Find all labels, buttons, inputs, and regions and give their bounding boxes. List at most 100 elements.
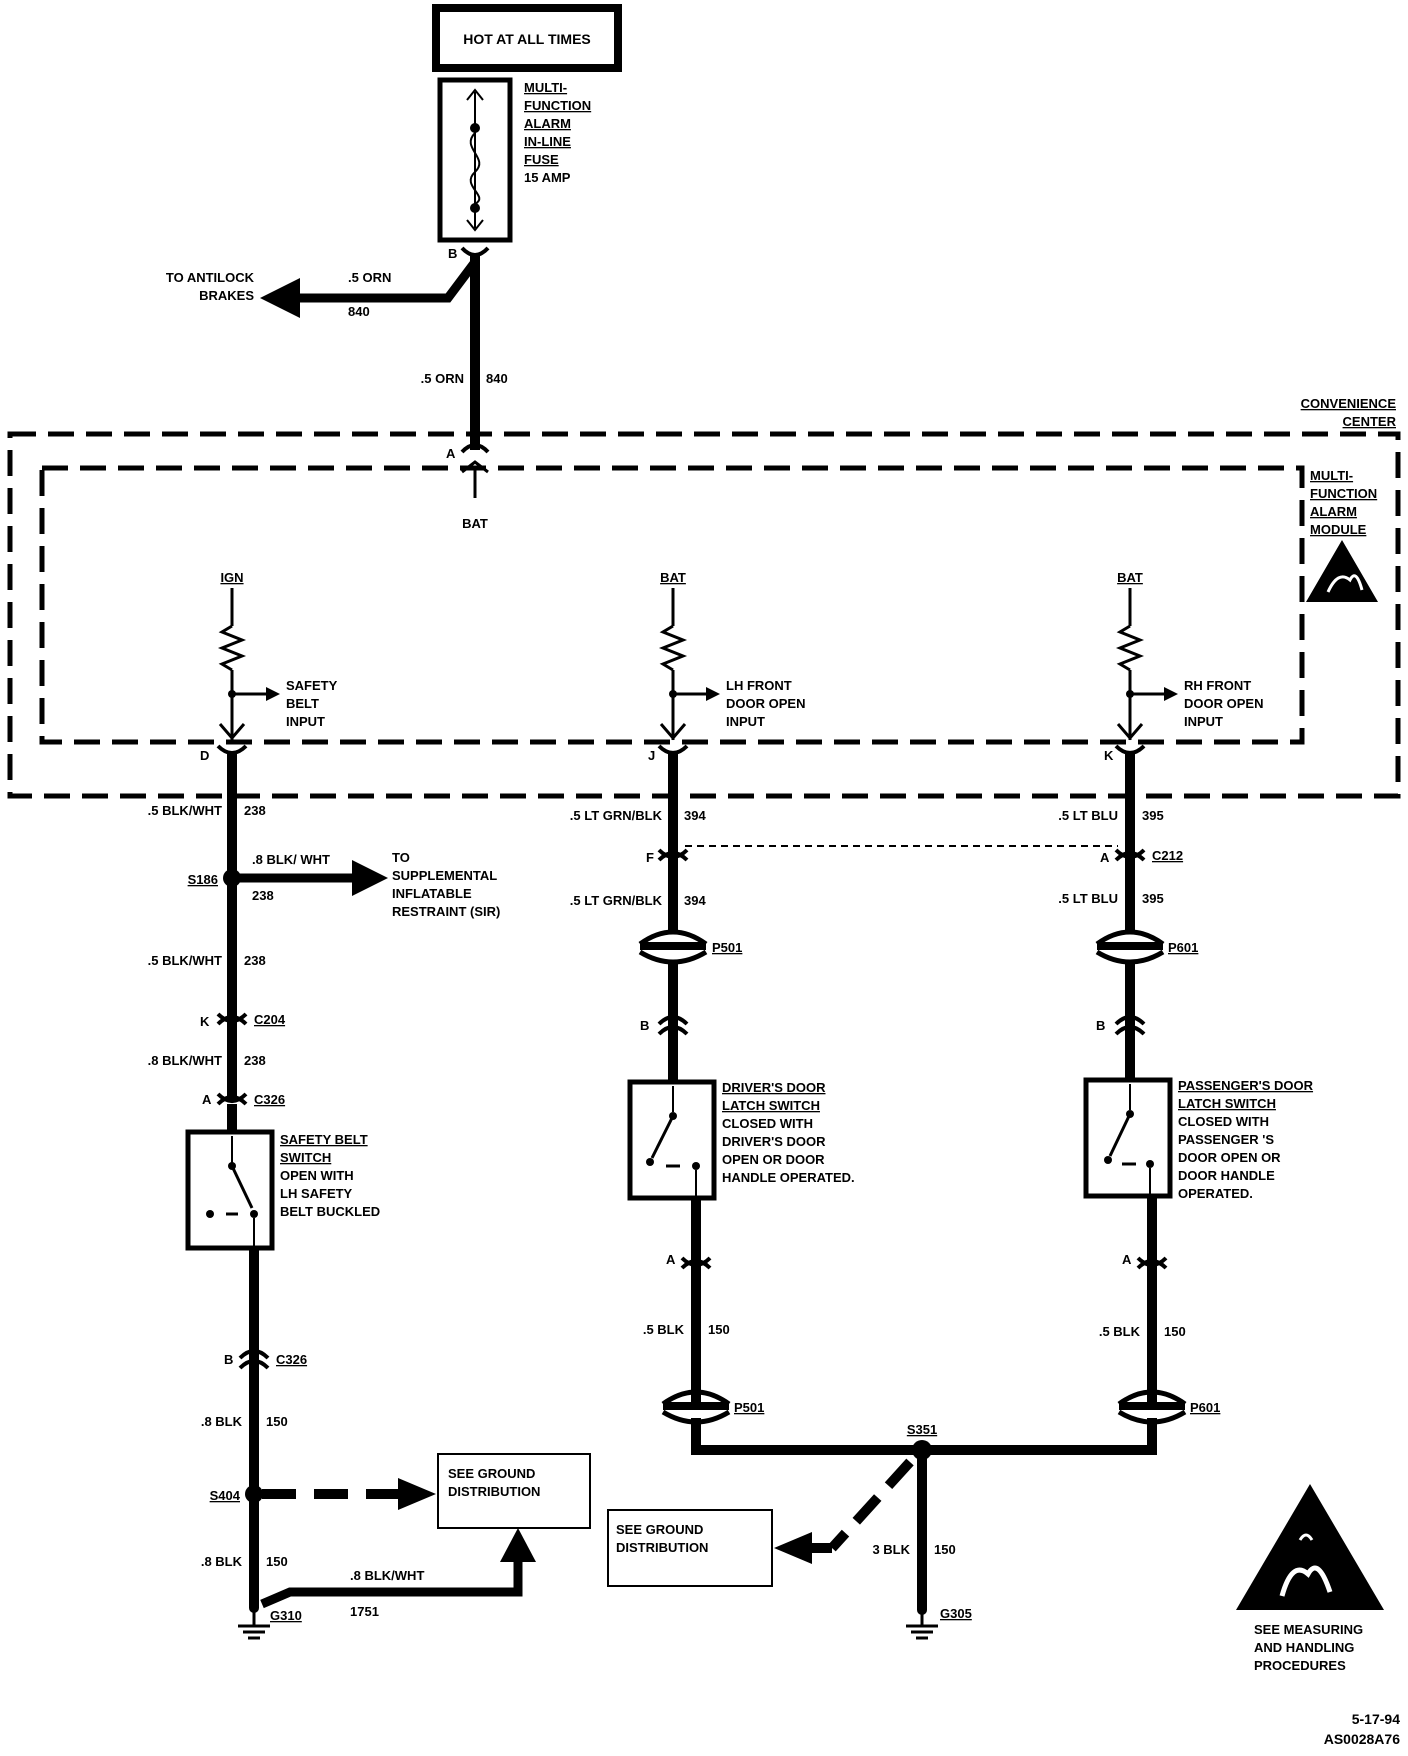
right-input-label-1: RH FRONT bbox=[1184, 678, 1251, 693]
left-input-source: IGN bbox=[220, 570, 243, 585]
hot-at-all-times-box bbox=[432, 4, 622, 72]
middle-w1-wire: .5 LT GRN/BLK bbox=[570, 808, 663, 823]
middle-pin-b: B bbox=[640, 1018, 649, 1033]
right-input-resistor bbox=[1115, 624, 1145, 672]
left-w1-wire: .5 BLK/WHT bbox=[148, 803, 222, 818]
module-pin-a-connector bbox=[460, 443, 490, 454]
module-label-2: FUNCTION bbox=[1310, 486, 1377, 501]
antilock-circuit: 840 bbox=[348, 304, 370, 319]
module-label-1: MULTI- bbox=[1310, 468, 1353, 483]
left-w4-wire: .8 BLK bbox=[201, 1414, 243, 1429]
left-w2-wire: .5 BLK/WHT bbox=[148, 953, 222, 968]
right-pin-b-connector bbox=[1114, 1015, 1146, 1036]
drv-switch-title-2: LATCH SWITCH bbox=[722, 1098, 820, 1113]
c326a-pin: A bbox=[202, 1092, 212, 1107]
c326a-label: C326 bbox=[254, 1092, 285, 1107]
fuse-label-1: MULTI- bbox=[524, 80, 567, 95]
hot-at-all-times-label: HOT AT ALL TIMES bbox=[463, 31, 591, 47]
module-bat-arrow bbox=[461, 460, 489, 474]
left-w1-circuit: 238 bbox=[244, 803, 266, 818]
feed-wire-label: .5 ORN bbox=[421, 371, 464, 386]
ground-dist-right-1: SEE GROUND bbox=[616, 1522, 703, 1537]
right-w2-wire: .5 LT BLU bbox=[1058, 891, 1118, 906]
p601a-label: P601 bbox=[1168, 940, 1198, 955]
ground-g310-symbol bbox=[238, 1608, 270, 1640]
feed-circuit: 840 bbox=[486, 371, 508, 386]
pin-f-connector bbox=[657, 848, 689, 862]
right-input-down-arrow bbox=[1116, 723, 1144, 741]
convenience-center-label-1: CONVENIENCE bbox=[1301, 396, 1397, 411]
left-w4-circuit: 150 bbox=[266, 1414, 288, 1429]
middle-w3-circuit: 150 bbox=[708, 1322, 730, 1337]
drv-switch-desc-1: CLOSED WITH bbox=[722, 1116, 813, 1131]
middle-input-down-arrow bbox=[659, 723, 687, 741]
pin-j-label: J bbox=[648, 748, 655, 763]
p601-upper-passthrough bbox=[1095, 929, 1165, 965]
left-input-label-1: SAFETY bbox=[286, 678, 338, 693]
c212-connector bbox=[1114, 848, 1146, 862]
convenience-center-label-2: CENTER bbox=[1343, 414, 1397, 429]
middle-input-label-3: INPUT bbox=[726, 714, 765, 729]
g310-label: G310 bbox=[270, 1608, 302, 1623]
drv-switch-desc-2: DRIVER'S DOOR bbox=[722, 1134, 826, 1149]
right-pin-a-connector bbox=[1136, 1256, 1168, 1270]
c212-pin: A bbox=[1100, 850, 1110, 865]
alarm-module-outline bbox=[39, 465, 1305, 745]
middle-input-label-2: DOOR OPEN bbox=[726, 696, 805, 711]
pas-switch-desc-3: DOOR OPEN OR bbox=[1178, 1150, 1281, 1165]
ground-dist-box-right bbox=[607, 1509, 773, 1587]
fuse-connector bbox=[460, 246, 490, 257]
pin-f-label: F bbox=[646, 850, 654, 865]
antilock-label-1: TO ANTILOCK bbox=[166, 270, 255, 285]
antilock-wire bbox=[300, 259, 479, 303]
pas-switch-title-2: LATCH SWITCH bbox=[1178, 1096, 1276, 1111]
sb-switch-desc-1: OPEN WITH bbox=[280, 1168, 354, 1183]
module-bat-label: BAT bbox=[462, 516, 488, 531]
left-w3-circuit: 238 bbox=[244, 1053, 266, 1068]
module-label-3: ALARM bbox=[1310, 504, 1357, 519]
middle-input-label-1: LH FRONT bbox=[726, 678, 792, 693]
sir-label-4: RESTRAINT (SIR) bbox=[392, 904, 500, 919]
esd-label-2: AND HANDLING bbox=[1254, 1640, 1354, 1655]
splice-s404 bbox=[245, 1485, 263, 1503]
c204-connector bbox=[216, 1012, 248, 1026]
antilock-arrow bbox=[260, 278, 300, 318]
ground-dist-box-left bbox=[437, 1453, 591, 1529]
middle-w2-circuit: 394 bbox=[684, 893, 706, 908]
splice-s351-label: S351 bbox=[907, 1422, 937, 1437]
pas-switch-title-1: PASSENGER'S DOOR bbox=[1178, 1078, 1314, 1093]
wire-1751-arrow bbox=[500, 1528, 536, 1562]
pas-switch-desc-1: CLOSED WITH bbox=[1178, 1114, 1269, 1129]
c326b-pin: B bbox=[224, 1352, 233, 1367]
left-input-label-3: INPUT bbox=[286, 714, 325, 729]
antilock-label-2: BRAKES bbox=[199, 288, 254, 303]
right-w1-circuit: 395 bbox=[1142, 808, 1164, 823]
middle-w2-wire: .5 LT GRN/BLK bbox=[570, 893, 663, 908]
pas-switch-desc-4: DOOR HANDLE bbox=[1178, 1168, 1275, 1183]
left-input-down-arrow bbox=[218, 723, 246, 741]
left-w3-wire: .8 BLK/WHT bbox=[148, 1053, 222, 1068]
left-input-label-2: BELT bbox=[286, 696, 319, 711]
sir-circuit: 238 bbox=[252, 888, 274, 903]
fuse-label-3: ALARM bbox=[524, 116, 571, 131]
drv-switch-desc-3: OPEN OR DOOR bbox=[722, 1152, 825, 1167]
drivers-door-latch-switch bbox=[627, 1079, 717, 1201]
right-pin-b: B bbox=[1096, 1018, 1105, 1033]
middle-input-source: BAT bbox=[660, 570, 686, 585]
left-input-arrow bbox=[266, 687, 280, 701]
pin-k-label: K bbox=[1104, 748, 1114, 763]
middle-w1-circuit: 394 bbox=[684, 808, 706, 823]
passengers-door-latch-switch bbox=[1083, 1077, 1173, 1199]
fuse-pin-b: B bbox=[448, 246, 457, 261]
sir-arrow bbox=[352, 860, 388, 896]
middle-input-arrow bbox=[706, 687, 720, 701]
c212-label: C212 bbox=[1152, 848, 1183, 863]
wire-1751 bbox=[260, 1558, 523, 1609]
c204-label: C204 bbox=[254, 1012, 286, 1027]
c326b-connector bbox=[238, 1349, 270, 1370]
splice-s404-label: S404 bbox=[210, 1488, 241, 1503]
fuse-label-4: IN-LINE bbox=[524, 134, 571, 149]
s351-ground-dist-arrow bbox=[774, 1532, 812, 1564]
sb-switch-title-2: SWITCH bbox=[280, 1150, 331, 1165]
